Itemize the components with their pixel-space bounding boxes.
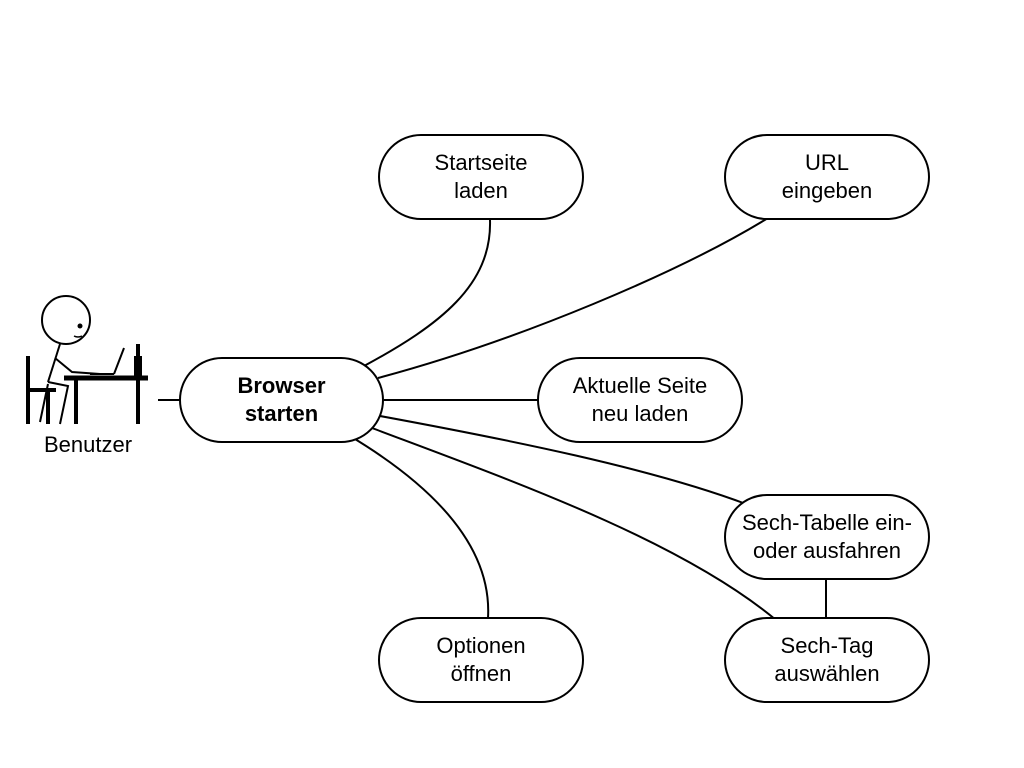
usecase-sech-tabelle[interactable]: Sech-Tabelle ein- oder ausfahren — [724, 494, 930, 580]
usecase-label: URL eingeben — [781, 150, 873, 203]
usecase-browser-starten[interactable]: Browser starten — [179, 357, 384, 443]
connector-tag — [371, 427, 777, 621]
usecase-seite-neu-laden[interactable]: Aktuelle Seite neu laden — [537, 357, 743, 443]
usecase-label: Optionen öffnen — [436, 633, 526, 686]
usecase-sech-tag[interactable]: Sech-Tag auswählen — [724, 617, 930, 703]
usecase-label: Startseite laden — [434, 150, 528, 203]
connector-tabelle — [379, 415, 747, 505]
usecase-optionen-oeffnen[interactable]: Optionen öffnen — [378, 617, 584, 703]
usecase-label: Aktuelle Seite neu laden — [572, 373, 708, 426]
actor-label: Benutzer — [43, 432, 133, 457]
connector-startseite — [363, 219, 492, 367]
usecase-url-eingeben[interactable]: URL eingeben — [724, 134, 930, 220]
usecase-label: Sech-Tag auswählen — [774, 633, 880, 686]
usecase-label: Browser starten — [237, 373, 326, 426]
connector-url — [377, 217, 769, 379]
usecase-label: Sech-Tabelle ein- oder ausfahren — [742, 510, 912, 563]
user-at-laptop-icon — [26, 295, 148, 425]
connector-optionen — [349, 435, 490, 619]
usecase-startseite-laden[interactable]: Startseite laden — [378, 134, 584, 220]
